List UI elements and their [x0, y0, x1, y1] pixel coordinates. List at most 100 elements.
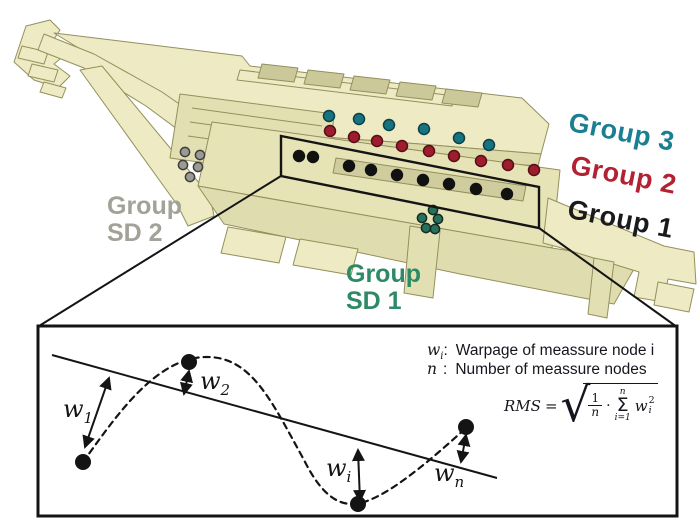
- label-w2-sub: 2: [220, 380, 231, 399]
- arrow-wn: [456, 433, 471, 464]
- term-scripts: 2 i: [649, 396, 655, 415]
- label-group-sd1: Group SD 1: [346, 261, 421, 315]
- legend-row-wi: wi: Warpage of meassure node i: [427, 341, 655, 362]
- group-sd1-nodes: [416, 204, 444, 235]
- cad-foot: [292, 238, 359, 276]
- sum-lower-limit: i=1: [614, 413, 631, 423]
- legend-wi-base: w: [427, 341, 441, 359]
- group-2-nodes: [323, 124, 541, 177]
- measure-node-dot: [181, 354, 197, 370]
- arrow-w2: [179, 369, 194, 396]
- label-wn-base: w: [434, 459, 455, 487]
- group2-node: [370, 134, 384, 148]
- label-wi: wi: [326, 456, 351, 485]
- measure-node-dot: [75, 454, 91, 470]
- group1-node: [306, 150, 320, 164]
- cad-truss-slot: [257, 63, 299, 83]
- formula-equals: =: [544, 397, 558, 415]
- legend-row-n: n:Number of meassure nodes: [427, 360, 654, 379]
- formula-term: w 2 i: [635, 396, 655, 415]
- fraction-denominator: n: [591, 405, 600, 419]
- group1-node: [364, 163, 378, 177]
- warpage-diagram: [36, 324, 679, 518]
- group2-node: [347, 130, 361, 144]
- group_sd1-node: [429, 223, 441, 235]
- formula-sum: n Σ i=1: [615, 388, 631, 423]
- callout-leader-line: [538, 227, 678, 328]
- group-3-nodes: [322, 109, 496, 152]
- group2-node: [323, 124, 337, 138]
- arrow-wi: [351, 448, 367, 503]
- measure-node-dot: [350, 496, 366, 512]
- label-group-sd2-line1: Group: [107, 192, 182, 220]
- label-w1-sub: 1: [83, 408, 94, 427]
- legend-n-base: n: [427, 360, 437, 378]
- term-subscript: i: [648, 404, 652, 416]
- group1-node: [469, 182, 483, 196]
- group3-node: [352, 112, 366, 126]
- cad-truss-slot: [395, 81, 437, 101]
- formula-lhs: RMS: [504, 397, 541, 415]
- cad-left-tab: [27, 63, 59, 83]
- formula-dot: ·: [606, 397, 611, 414]
- cad-right-step: [653, 281, 695, 313]
- group-sd2-nodes: [177, 146, 206, 183]
- cad-truss-slot: [441, 88, 483, 108]
- group-1-nodes: [292, 149, 514, 201]
- legend-symbol-wi: wi: [427, 341, 443, 362]
- group3-node: [452, 131, 466, 145]
- group_sd1-node: [420, 222, 432, 234]
- legend-wi-text: Warpage of meassure node i: [455, 342, 655, 359]
- cad-foot: [220, 226, 287, 264]
- group3-node: [417, 122, 431, 136]
- group_sd2-node: [179, 146, 191, 158]
- diagram-legend: wi: Warpage of meassure node i n:Number o…: [427, 341, 654, 379]
- term-base: w: [634, 396, 648, 415]
- formula-radicand: 1 n · n Σ i=1 w 2 i: [583, 383, 658, 423]
- cad-truss-slot: [349, 75, 391, 95]
- group2-node: [395, 139, 409, 153]
- group3-node: [482, 138, 496, 152]
- label-w1: w1: [63, 397, 93, 426]
- cad-left-tab: [39, 81, 67, 99]
- warpage-curve: [81, 355, 468, 506]
- group_sd2-node: [192, 161, 204, 173]
- legend-symbol-n: n: [427, 360, 443, 381]
- label-group-sd1-line2: SD 1: [346, 287, 402, 315]
- group1-node: [500, 187, 514, 201]
- reference-line: [51, 354, 498, 479]
- label-w2: w2: [200, 369, 230, 398]
- label-wn: wn: [434, 461, 464, 490]
- label-group-sd1-line1: Group: [346, 260, 421, 288]
- rms-formula: RMS = √ 1 n · n Σ i=1 w 2 i: [504, 378, 658, 433]
- group1-node: [416, 173, 430, 187]
- group2-node: [474, 154, 488, 168]
- arrow-w1: [82, 376, 112, 449]
- cad-strut: [79, 65, 215, 227]
- legend-wi-colon: :: [443, 342, 448, 359]
- radical-sign-icon: √: [560, 378, 591, 433]
- formula-fraction: 1 n: [588, 392, 603, 419]
- group_sd2-node: [184, 171, 196, 183]
- term-superscript: 2: [648, 395, 655, 406]
- formula-root: √ 1 n · n Σ i=1 w 2 i: [560, 378, 658, 433]
- label-w2-base: w: [200, 367, 221, 395]
- label-group-sd2: Group SD 2: [107, 193, 182, 247]
- group1-node: [442, 177, 456, 191]
- legend-wi-sub: i: [440, 351, 444, 363]
- fraction-numerator: 1: [588, 392, 603, 406]
- group2-node: [447, 149, 461, 163]
- label-wi-sub: i: [346, 467, 352, 486]
- cad-truss-slot: [303, 69, 345, 89]
- group_sd1-node: [432, 213, 444, 225]
- legend-n-colon: :: [443, 361, 448, 378]
- group_sd2-node: [177, 159, 189, 171]
- group_sd1-node: [416, 212, 428, 224]
- cad-right-plate: [587, 257, 615, 319]
- group2-node: [527, 163, 541, 177]
- sum-upper-limit: n: [619, 387, 626, 397]
- callout: [38, 134, 678, 328]
- label-group-sd2-line2: SD 2: [107, 219, 163, 247]
